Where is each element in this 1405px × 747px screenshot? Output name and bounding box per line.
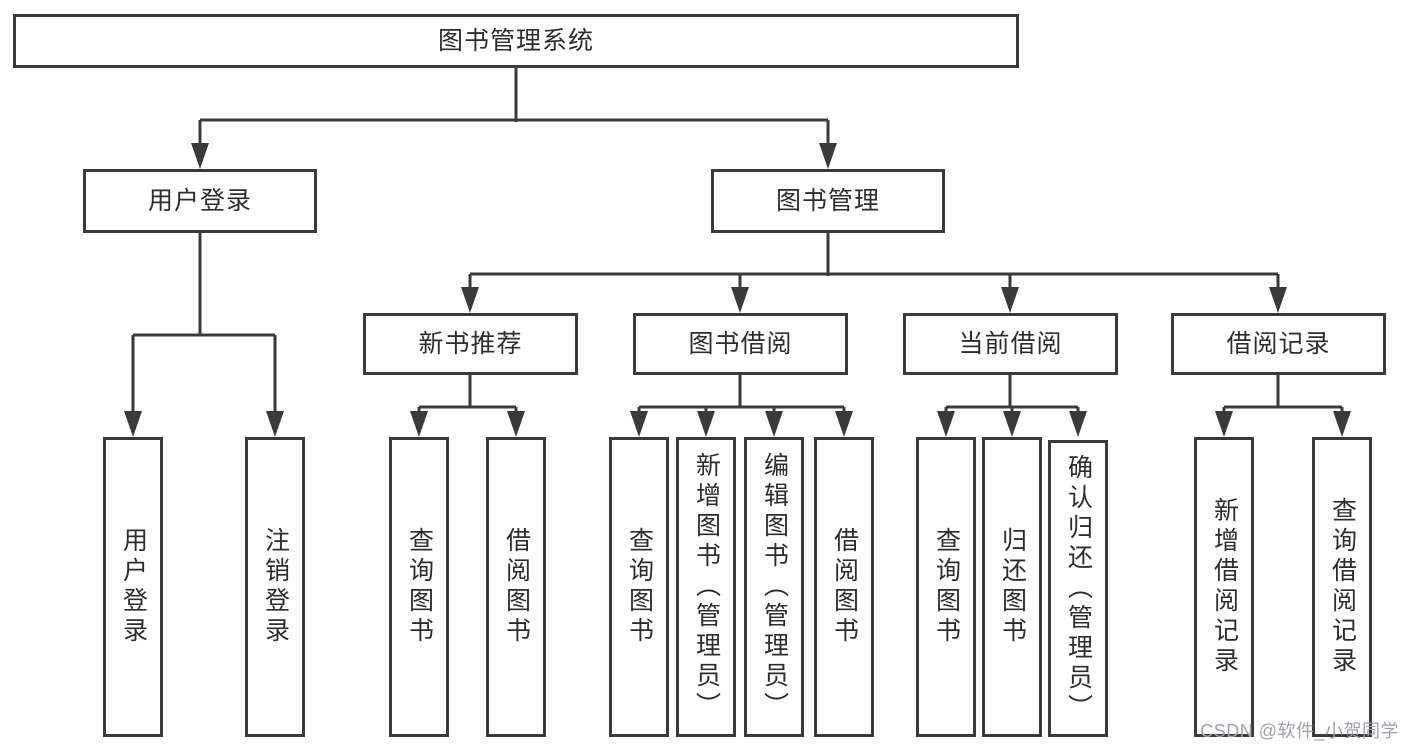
node-label: 新书推荐 — [418, 329, 523, 358]
node-label: 编辑图书（管理员） — [760, 452, 789, 722]
node-label: 用户登录 — [147, 186, 252, 215]
leaf-br-query-record: 查询借阅记录 — [1312, 437, 1372, 737]
csdn-watermark: CSDN @软件_小贺同学 — [1200, 721, 1399, 741]
node-label: 借阅图书 — [830, 527, 859, 647]
leaf-bb-query-books: 查询图书 — [609, 437, 669, 737]
node-label: 借阅图书 — [502, 527, 531, 647]
node-label: 用户登录 — [119, 527, 148, 647]
arrowheads — [124, 143, 1351, 437]
leaf-bb-borrow-books: 借阅图书 — [814, 437, 874, 737]
node-label: 归还图书 — [998, 527, 1027, 647]
node-root-library-system: 图书管理系统 — [13, 14, 1019, 68]
node-label: 图书借阅 — [688, 329, 793, 358]
node-label: 图书管理系统 — [437, 26, 594, 55]
node-label: 新增图书（管理员） — [692, 452, 721, 722]
leaf-nb-borrow-books: 借阅图书 — [486, 437, 546, 737]
node-book-management: 图书管理 — [711, 169, 945, 233]
node-label: 查询图书 — [405, 527, 434, 647]
leaf-cb-confirm-return-admin: 确认归还（管理员） — [1048, 440, 1108, 737]
leaf-logout: 注销登录 — [245, 437, 305, 737]
node-user-login: 用户登录 — [83, 169, 317, 233]
leaf-nb-query-books: 查询图书 — [389, 437, 449, 737]
node-label: 新增借阅记录 — [1210, 497, 1239, 677]
node-borrowing-records: 借阅记录 — [1171, 313, 1386, 375]
node-label: 图书管理 — [775, 186, 880, 215]
node-label: 查询借阅记录 — [1328, 497, 1357, 677]
leaf-cb-query-books: 查询图书 — [916, 437, 976, 737]
node-new-book-recommend: 新书推荐 — [363, 313, 578, 375]
node-current-borrowing: 当前借阅 — [903, 313, 1118, 375]
leaf-cb-return-books: 归还图书 — [982, 437, 1042, 737]
node-label: 查询图书 — [625, 527, 654, 647]
node-label: 当前借阅 — [958, 329, 1063, 358]
node-book-borrowing: 图书借阅 — [633, 313, 848, 375]
node-label: 借阅记录 — [1226, 329, 1331, 358]
node-label: 注销登录 — [261, 527, 290, 647]
leaf-bb-add-books-admin: 新增图书（管理员） — [676, 437, 736, 737]
node-label: 确认归还（管理员） — [1064, 453, 1093, 724]
leaf-user-login: 用户登录 — [103, 437, 163, 737]
leaf-bb-edit-books-admin: 编辑图书（管理员） — [744, 437, 804, 737]
leaf-br-add-record: 新增借阅记录 — [1194, 437, 1254, 737]
node-label: 查询图书 — [932, 527, 961, 647]
